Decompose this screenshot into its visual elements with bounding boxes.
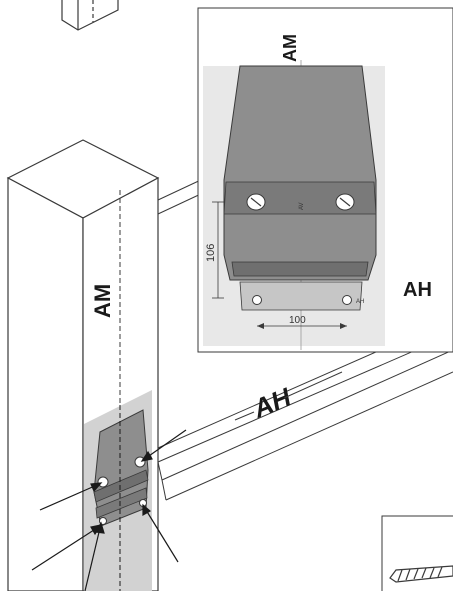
inset-side-label: AH — [403, 279, 432, 301]
horizontal-dimension: 100 — [289, 315, 306, 326]
detail-inset: 106 100 AV AH AM AH — [197, 7, 453, 353]
vertical-dimension: 106 — [205, 244, 217, 262]
post-label: AM — [90, 284, 115, 318]
drill-detail-box — [381, 515, 453, 591]
inset-corner-tag: AH — [356, 299, 364, 305]
screw-arrows — [31, 429, 187, 591]
rail-label: AH — [248, 381, 296, 424]
inset-top-label: AM — [280, 34, 300, 62]
rail-label-leader — [283, 371, 343, 399]
mounted-device — [93, 405, 149, 591]
drill-bit-icon — [389, 565, 453, 583]
rail-label-leader-2 — [234, 411, 255, 421]
upper-post-fragment — [61, 0, 119, 31]
inset-center-tag: AV — [299, 202, 305, 210]
